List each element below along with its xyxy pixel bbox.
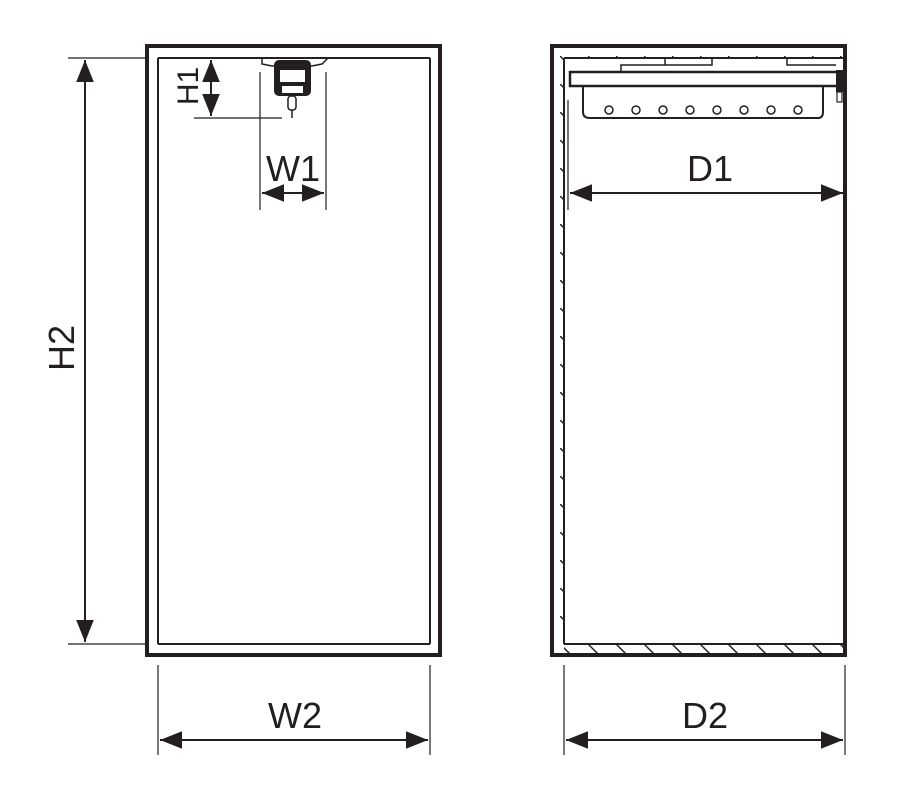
top-panel-hatch [552, 46, 845, 58]
hanger-hole [604, 105, 614, 115]
hanger-hole [766, 105, 776, 115]
h1-label: H1 [172, 67, 205, 105]
hanger-hole [685, 105, 695, 115]
bottom-panel-hatch [564, 644, 845, 655]
hanger-hole [658, 105, 668, 115]
cabinet-outline [145, 44, 442, 657]
d1-label: D1 [687, 148, 733, 189]
w2-label: W2 [268, 695, 322, 736]
hanger-hole [793, 105, 803, 115]
side-view: D1 D2 [550, 44, 847, 755]
pull-out-fitting-front [261, 57, 329, 118]
hanger-hole [712, 105, 722, 115]
pull-out-rail-side [568, 58, 843, 119]
back-panel-hatch [552, 58, 564, 644]
w1-label: W1 [266, 148, 320, 189]
cabinet-side-outline [550, 44, 847, 657]
d2-label: D2 [682, 695, 728, 736]
hanger-hole [739, 105, 749, 115]
h2-label: H2 [41, 325, 82, 371]
front-view: H2 H1 W1 W2 [41, 44, 442, 755]
hanger-hole [631, 105, 641, 115]
